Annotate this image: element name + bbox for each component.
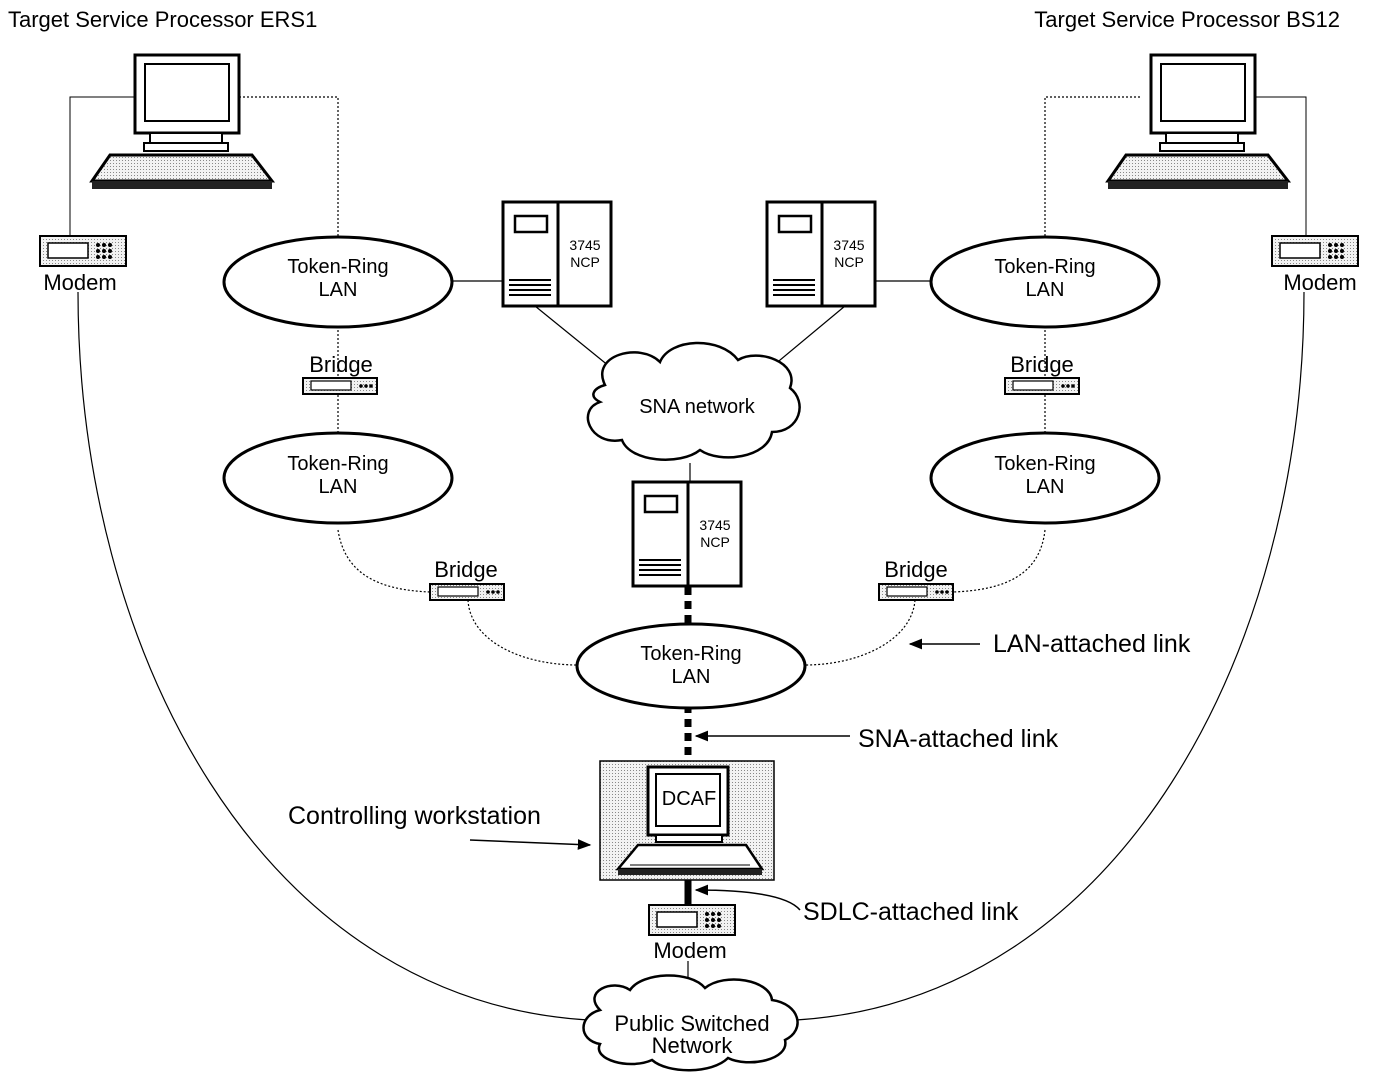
annotation-arrows bbox=[469, 638, 980, 911]
svg-text:Token-Ring: Token-Ring bbox=[287, 256, 388, 278]
bridge-left-upper: Bridge bbox=[302, 352, 378, 395]
modem-label-bottom: Modem bbox=[653, 938, 726, 963]
svg-text:NCP: NCP bbox=[700, 534, 730, 550]
svg-text:3745: 3745 bbox=[569, 237, 600, 253]
svg-text:3745: 3745 bbox=[699, 517, 730, 533]
svg-text:3745: 3745 bbox=[833, 237, 864, 253]
svg-text:LAN: LAN bbox=[672, 666, 711, 688]
sna-network-cloud: SNA network bbox=[586, 341, 801, 461]
token-ring-lan-center: Token-Ring LAN bbox=[575, 622, 807, 710]
svg-text:Token-Ring: Token-Ring bbox=[287, 453, 388, 475]
svg-text:LAN: LAN bbox=[319, 279, 358, 301]
svg-text:SNA network: SNA network bbox=[639, 396, 756, 418]
ncp-3745-center: 3745 NCP bbox=[631, 480, 743, 588]
dcaf-screen-label: DCAF bbox=[662, 788, 716, 810]
ncp-3745-right: 3745 NCP bbox=[765, 200, 877, 308]
controlling-workstation-label: Controlling workstation bbox=[288, 802, 541, 830]
token-ring-lan-left-1: Token-Ring LAN bbox=[222, 235, 454, 329]
svg-text:LAN: LAN bbox=[1026, 476, 1065, 498]
svg-text:LAN: LAN bbox=[1026, 279, 1065, 301]
token-ring-lan-left-2: Token-Ring LAN bbox=[222, 431, 454, 525]
svg-text:NCP: NCP bbox=[570, 254, 600, 270]
public-switched-network-cloud: Public Switched Network bbox=[582, 974, 799, 1072]
bridge-right-lower: Bridge bbox=[878, 557, 954, 601]
modem-label-right: Modem bbox=[1283, 270, 1356, 295]
svg-text:Token-Ring: Token-Ring bbox=[994, 453, 1095, 475]
sna-attached-link-label: SNA-attached link bbox=[858, 725, 1059, 753]
bridge-left-lower: Bridge bbox=[429, 557, 505, 601]
sdlc-attached-link-label: SDLC-attached link bbox=[803, 898, 1019, 926]
svg-text:Token-Ring: Token-Ring bbox=[994, 256, 1095, 278]
workstation-icon-right bbox=[1105, 53, 1292, 189]
bridge-right-upper: Bridge bbox=[1004, 352, 1080, 395]
ncp-3745-left: 3745 NCP bbox=[501, 200, 613, 308]
controlling-workstation: DCAF bbox=[599, 760, 775, 881]
svg-text:Bridge: Bridge bbox=[309, 352, 373, 377]
title-left: Target Service Processor ERS1 bbox=[8, 7, 317, 32]
svg-text:LAN: LAN bbox=[319, 476, 358, 498]
token-ring-lan-right-1: Token-Ring LAN bbox=[929, 235, 1161, 329]
svg-text:Bridge: Bridge bbox=[1010, 352, 1074, 377]
svg-text:Public Switched: Public Switched bbox=[614, 1011, 769, 1036]
svg-text:Bridge: Bridge bbox=[884, 557, 948, 582]
title-right: Target Service Processor BS12 bbox=[1034, 7, 1340, 32]
modem-icon-bottom bbox=[648, 904, 736, 936]
svg-text:NCP: NCP bbox=[834, 254, 864, 270]
modem-icon-left bbox=[39, 235, 127, 267]
lan-attached-link-label: LAN-attached link bbox=[993, 630, 1191, 658]
svg-text:Token-Ring: Token-Ring bbox=[640, 643, 741, 665]
modem-label-left: Modem bbox=[43, 270, 116, 295]
svg-text:Network: Network bbox=[652, 1033, 734, 1058]
workstation-icon-left bbox=[89, 53, 276, 189]
svg-text:Bridge: Bridge bbox=[434, 557, 498, 582]
modem-icon-right bbox=[1271, 235, 1359, 267]
token-ring-lan-right-2: Token-Ring LAN bbox=[929, 431, 1161, 525]
